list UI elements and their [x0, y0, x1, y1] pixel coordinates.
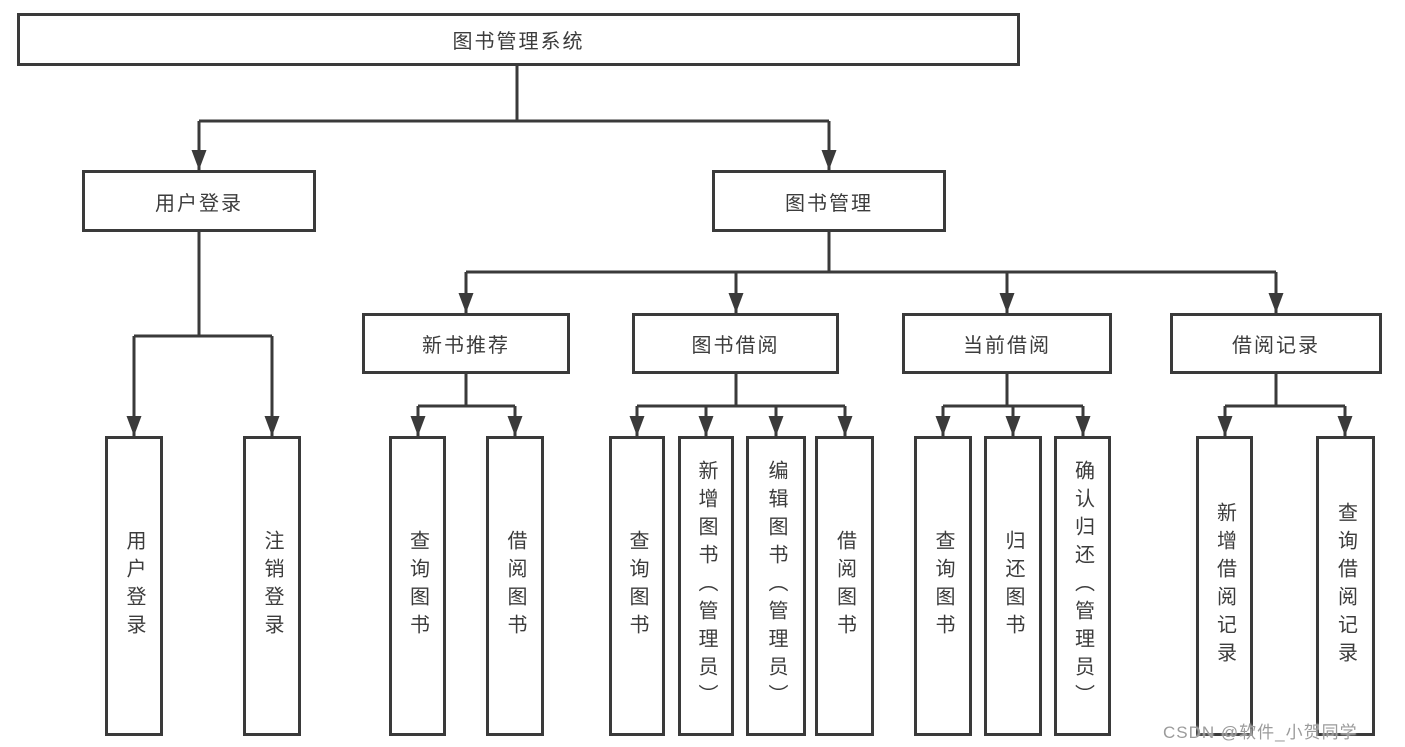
node-label: 查询图书 — [932, 530, 954, 642]
leaf-query-borrow-record: 查询借阅记录 — [1316, 436, 1375, 736]
leaf-query-book-borrow: 查询图书 — [609, 436, 665, 736]
node-borrow-records: 借阅记录 — [1170, 313, 1382, 374]
node-label: 图书借阅 — [691, 335, 780, 357]
leaf-query-book-recommend: 查询图书 — [389, 436, 446, 736]
node-label: 当前借阅 — [963, 335, 1051, 357]
node-label: 查询图书 — [406, 530, 429, 642]
leaf-edit-book-admin: 编辑图书（管理员） — [746, 436, 806, 736]
leaf-query-book-current: 查询图书 — [914, 436, 972, 736]
node-label: 新增图书（管理员） — [695, 460, 717, 712]
node-label: 借阅图书 — [833, 530, 856, 642]
node-label: 新书推荐 — [422, 335, 510, 357]
node-label: 用户登录 — [155, 192, 243, 215]
leaf-add-book-admin: 新增图书（管理员） — [678, 436, 734, 736]
node-system-root: 图书管理系统 — [17, 13, 1020, 66]
node-new-book-recommend: 新书推荐 — [362, 313, 570, 374]
leaf-add-borrow-record: 新增借阅记录 — [1196, 436, 1253, 736]
leaf-borrow-book: 借阅图书 — [815, 436, 874, 736]
leaf-user-login: 用户登录 — [105, 436, 163, 736]
csdn-watermark: CSDN @软件_小贺同学 — [1163, 723, 1358, 742]
node-label: 查询图书 — [626, 530, 648, 642]
node-label: 查询借阅记录 — [1334, 502, 1357, 670]
node-current-borrow: 当前借阅 — [902, 313, 1112, 374]
leaf-return-book: 归还图书 — [984, 436, 1042, 736]
node-label: 注销登录 — [261, 530, 283, 642]
node-user-login: 用户登录 — [82, 170, 316, 232]
node-label: 新增借阅记录 — [1213, 502, 1236, 670]
node-label: 借阅图书 — [504, 530, 526, 642]
node-label: 图书管理 — [785, 192, 873, 215]
node-label: 用户登录 — [123, 530, 145, 642]
leaf-borrow-book-recommend: 借阅图书 — [486, 436, 544, 736]
node-book-borrow: 图书借阅 — [632, 313, 839, 374]
leaf-confirm-return-admin: 确认归还（管理员） — [1054, 436, 1111, 736]
node-label: 归还图书 — [1002, 530, 1024, 642]
node-label: 确认归还（管理员） — [1071, 460, 1094, 712]
leaf-logout: 注销登录 — [243, 436, 301, 736]
node-label: 借阅记录 — [1232, 335, 1320, 357]
node-book-management: 图书管理 — [712, 170, 946, 232]
node-label: 图书管理系统 — [452, 31, 585, 53]
node-label: 编辑图书（管理员） — [765, 460, 787, 712]
